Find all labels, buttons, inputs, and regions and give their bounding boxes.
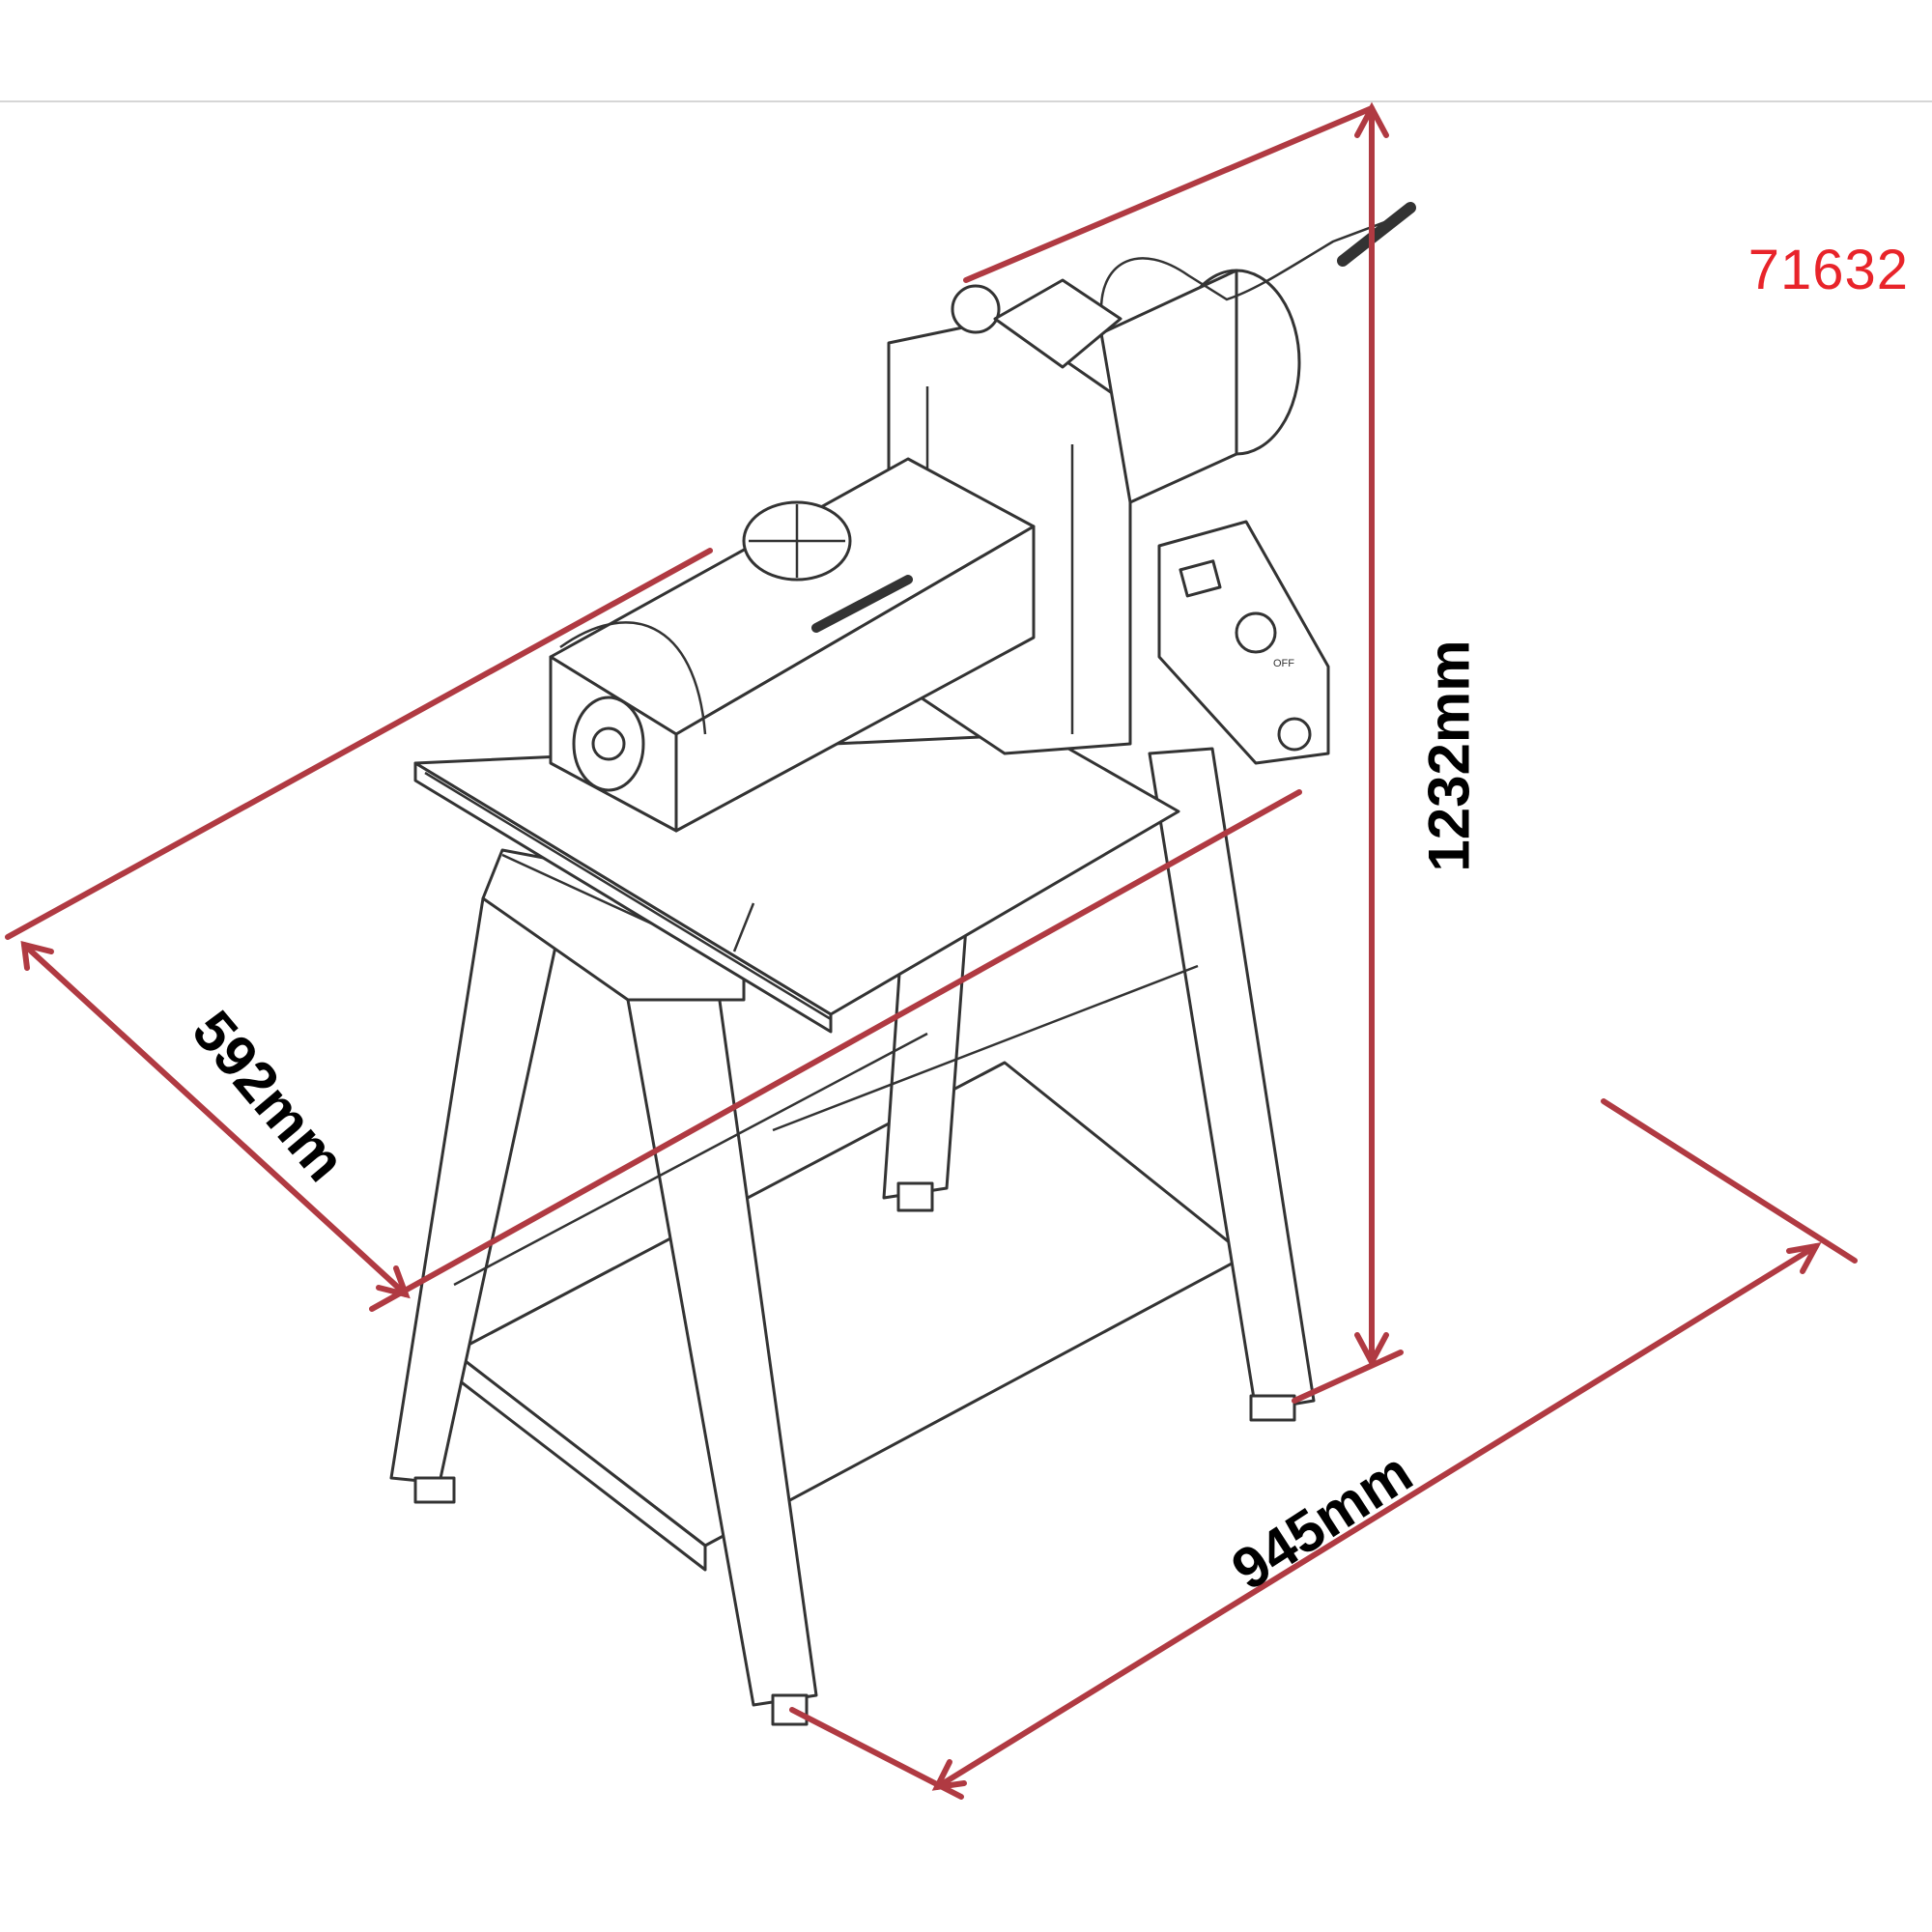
model-number: 71632 bbox=[1747, 239, 1909, 301]
front-left-foot bbox=[413, 1476, 456, 1504]
lock-lever bbox=[732, 902, 755, 952]
hood-curve bbox=[559, 621, 707, 735]
box-fastener bbox=[1277, 717, 1312, 752]
clamp-assembly bbox=[993, 278, 1122, 369]
rear-right-foot bbox=[1249, 1394, 1296, 1422]
top-divider bbox=[0, 100, 1932, 102]
dimension-depth bbox=[5, 548, 1302, 1312]
lower-shelf bbox=[452, 1061, 1248, 1548]
conveyor-belt-line bbox=[424, 771, 832, 1021]
crank-grip bbox=[1337, 202, 1416, 267]
height-dimension-label: 1232mm bbox=[1416, 639, 1482, 872]
drum-housing-side bbox=[674, 525, 1036, 833]
rear-stretcher bbox=[772, 964, 1199, 1132]
housing-handle bbox=[811, 575, 913, 633]
dimension-height bbox=[963, 101, 1404, 1404]
knob-label: OFF bbox=[1273, 658, 1294, 669]
motor-body bbox=[1099, 269, 1238, 504]
power-switch bbox=[1179, 559, 1222, 598]
left-stretcher bbox=[453, 1032, 928, 1287]
rear-right-leg bbox=[1148, 747, 1316, 1412]
crank-handle bbox=[1099, 211, 1411, 310]
depth-knob bbox=[951, 284, 1001, 334]
drum-shaft bbox=[591, 726, 626, 761]
speed-knob bbox=[1235, 611, 1277, 654]
dimension-width bbox=[789, 1098, 1858, 1800]
rear-left-foot bbox=[896, 1181, 934, 1212]
front-right-foot bbox=[771, 1693, 809, 1726]
